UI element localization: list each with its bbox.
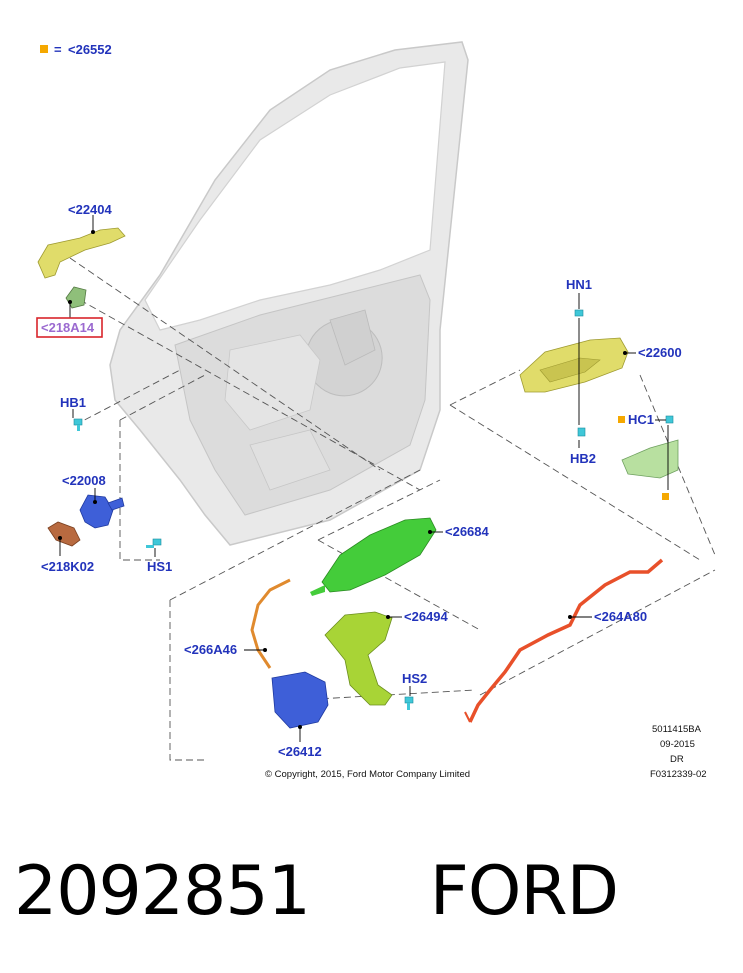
fastener-hb1[interactable] bbox=[73, 418, 83, 431]
label-hs1[interactable]: HS1 bbox=[147, 559, 172, 574]
label-hn1[interactable]: HN1 bbox=[566, 277, 592, 292]
fastener-hs1[interactable] bbox=[146, 538, 162, 548]
fastener-hn1[interactable] bbox=[574, 309, 584, 317]
part-22008-blue-bracket[interactable] bbox=[79, 494, 125, 529]
info-block: 5011415BA 09-2015 DR F0312339-02 © Copyr… bbox=[265, 724, 707, 780]
hc1-part-swatch bbox=[662, 493, 669, 500]
info-code2: DR bbox=[670, 754, 684, 765]
part-22404-handle-bracket[interactable] bbox=[37, 227, 126, 279]
label-hc1[interactable]: HC1 bbox=[628, 412, 654, 427]
info-code1: 5011415BA bbox=[652, 724, 702, 735]
part-26684-green-carrier[interactable] bbox=[310, 517, 437, 596]
label-218K02[interactable]: <218K02 bbox=[41, 559, 94, 574]
info-code3: F0312339-02 bbox=[650, 769, 707, 780]
label-218A14[interactable]: <218A14 bbox=[41, 320, 95, 335]
caption: 2092851 FORD bbox=[14, 852, 619, 931]
part-number: 2092851 bbox=[14, 852, 311, 931]
highlight-box-218A14 bbox=[36, 317, 103, 338]
label-26684[interactable]: <26684 bbox=[445, 524, 490, 539]
part-218A14-seal[interactable] bbox=[65, 286, 87, 309]
fastener-hb2[interactable] bbox=[577, 427, 586, 437]
legend-equals: = bbox=[54, 42, 62, 57]
label-26494[interactable]: <26494 bbox=[404, 609, 449, 624]
legend: = <26552 bbox=[40, 42, 112, 57]
fastener-hs2[interactable] bbox=[404, 696, 414, 710]
legend-code: <26552 bbox=[68, 42, 112, 57]
door-panel bbox=[109, 41, 469, 546]
part-26412-latch[interactable] bbox=[271, 671, 329, 729]
copyright: © Copyright, 2015, Ford Motor Company Li… bbox=[265, 769, 470, 780]
brand: FORD bbox=[429, 852, 619, 931]
legend-swatch bbox=[40, 45, 48, 53]
label-26412[interactable]: <26412 bbox=[278, 744, 322, 759]
assembly-guide-lines bbox=[69, 257, 716, 761]
part-26494-green-bracket[interactable] bbox=[324, 611, 393, 706]
hc1-swatch bbox=[618, 416, 625, 423]
info-date: 09-2015 bbox=[660, 739, 695, 750]
leader-lines bbox=[59, 215, 669, 742]
part-hc1-green-cover[interactable] bbox=[621, 415, 679, 479]
part-266A46-cable bbox=[250, 578, 291, 669]
part-22600-inner-handle[interactable] bbox=[519, 337, 629, 393]
label-22008[interactable]: <22008 bbox=[62, 473, 106, 488]
part-264A80-cable bbox=[464, 558, 664, 723]
label-hb1[interactable]: HB1 bbox=[60, 395, 86, 410]
label-266A46[interactable]: <266A46 bbox=[184, 642, 237, 657]
label-22404[interactable]: <22404 bbox=[68, 202, 113, 217]
label-22600[interactable]: <22600 bbox=[638, 345, 682, 360]
label-hs2[interactable]: HS2 bbox=[402, 671, 427, 686]
part-218K02-brown-pad[interactable] bbox=[47, 521, 81, 547]
label-hb2[interactable]: HB2 bbox=[570, 451, 596, 466]
label-264A80[interactable]: <264A80 bbox=[594, 609, 647, 624]
leader-dots bbox=[58, 230, 627, 729]
